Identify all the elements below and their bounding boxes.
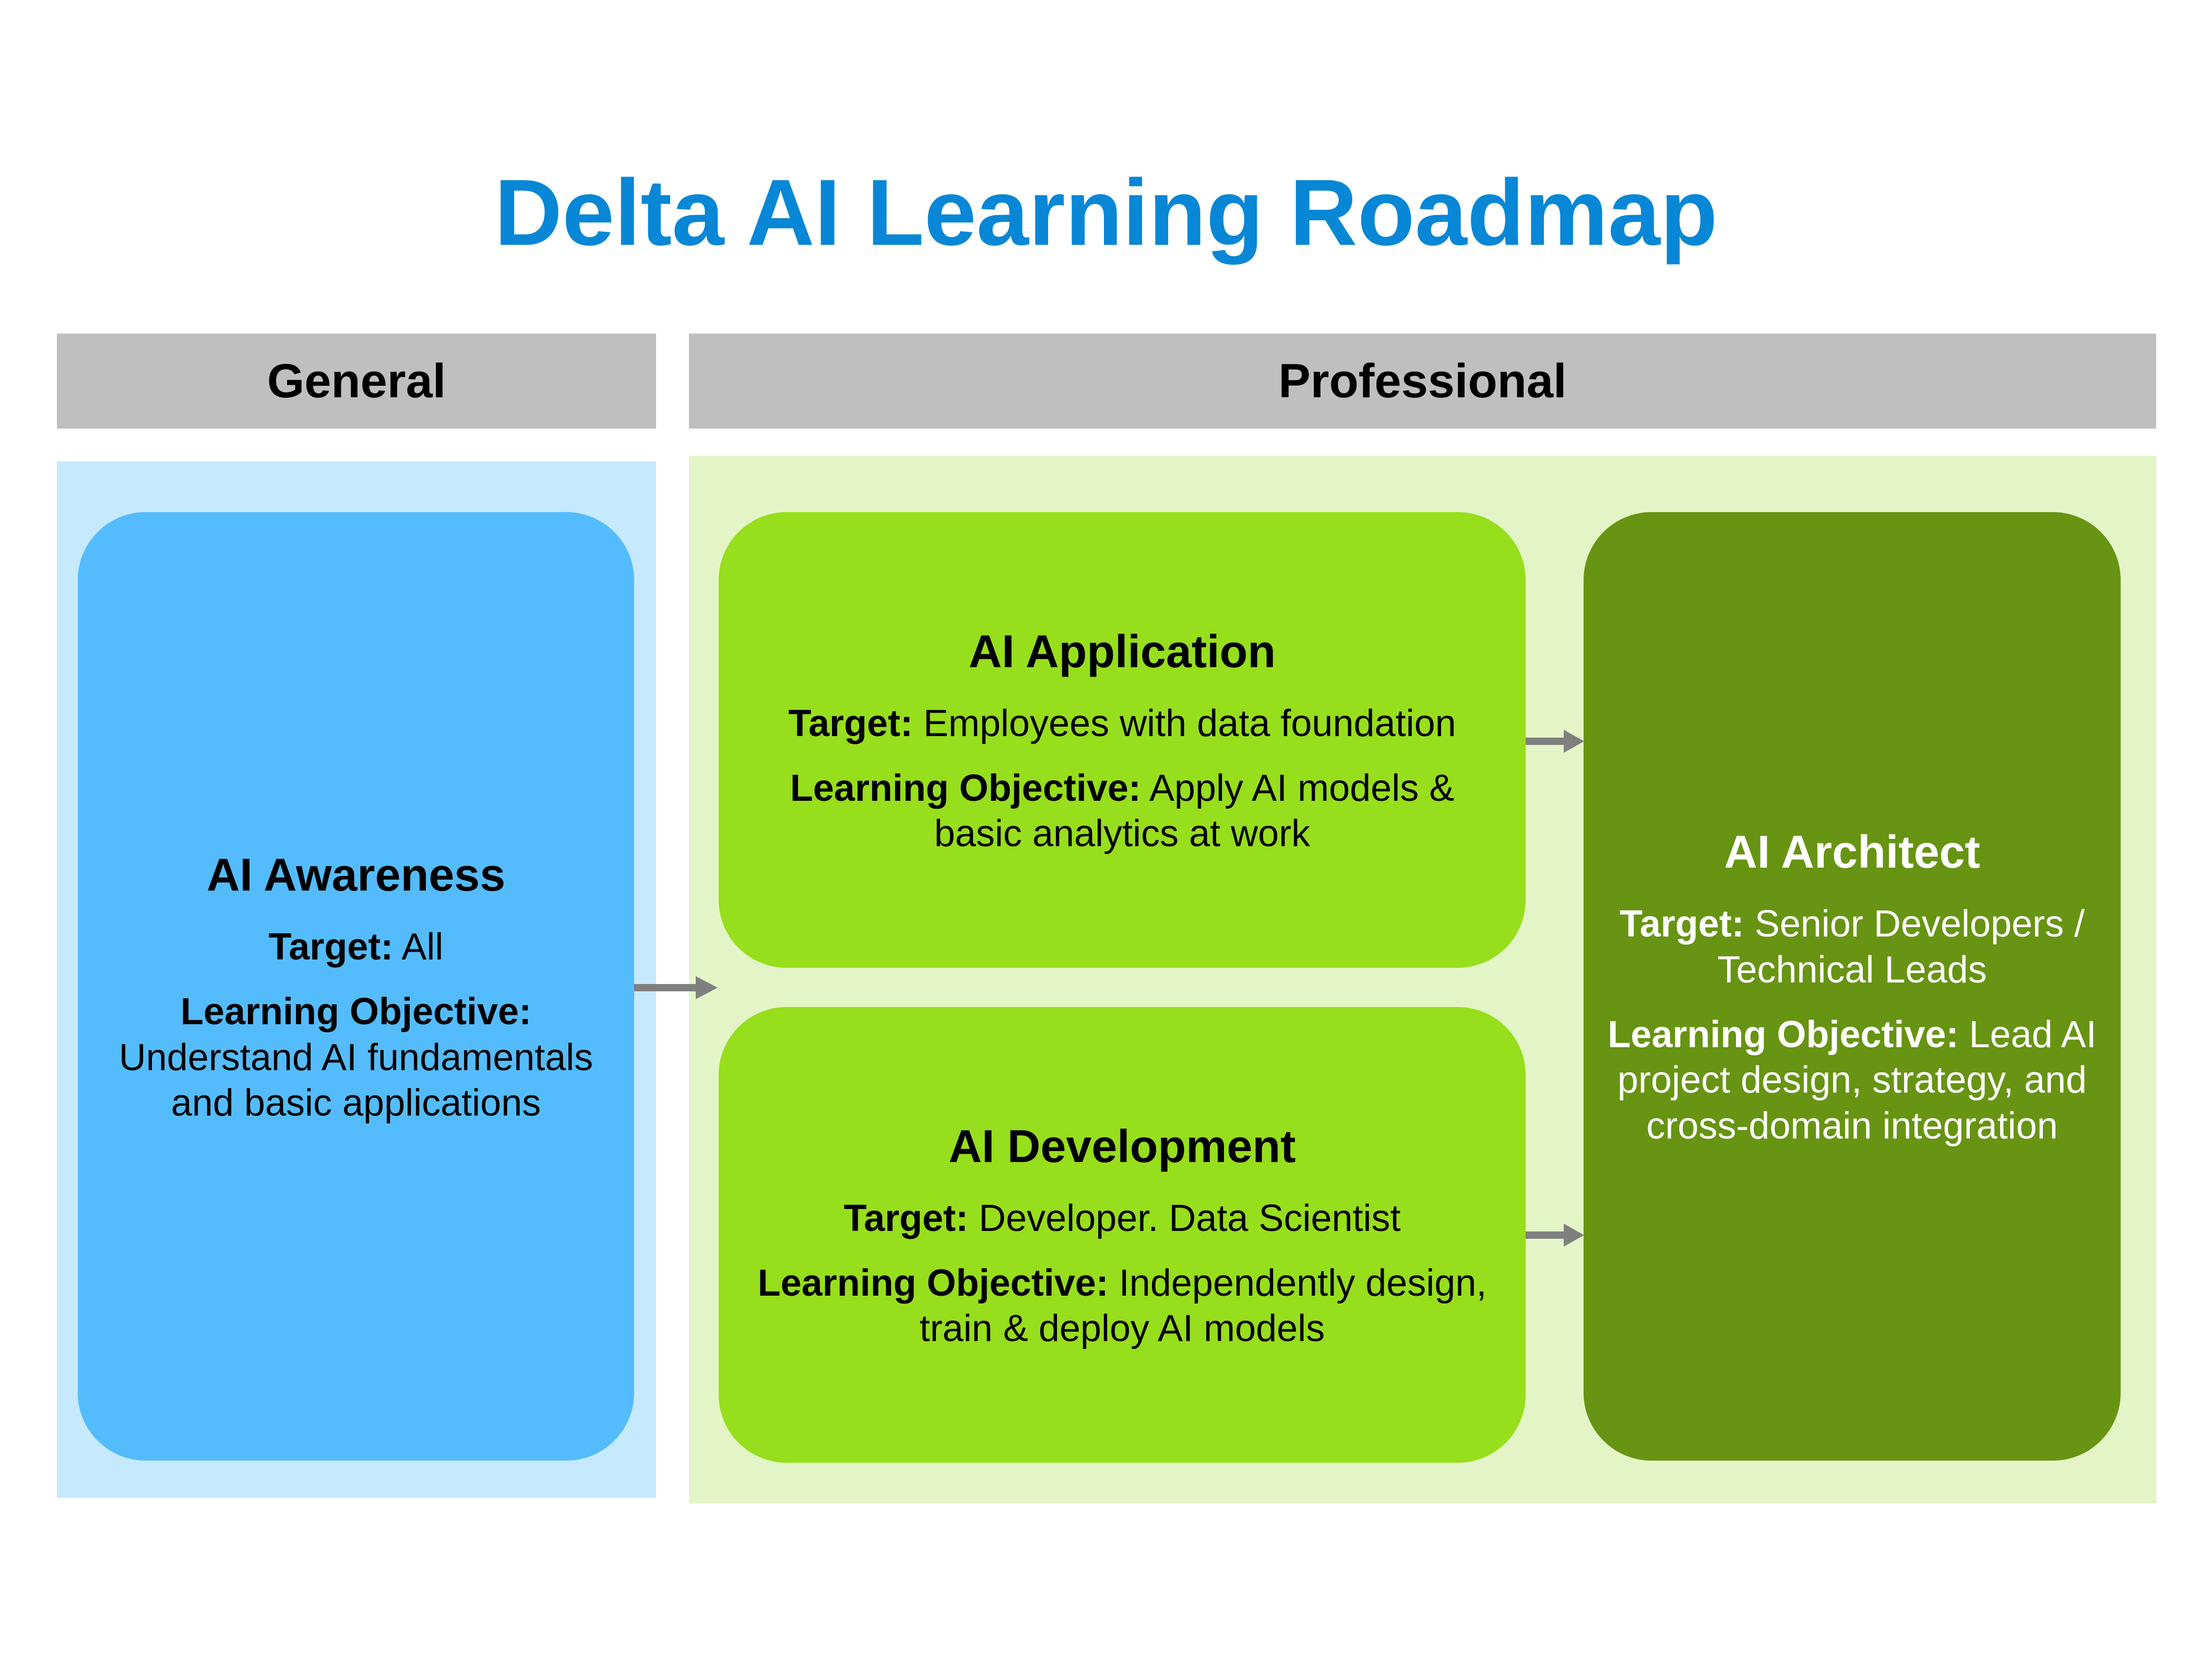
ai-architect-target-value: Senior Developers / Technical Leads xyxy=(1717,903,2085,991)
ai-architect-card: AI Architect Target: Senior Developers /… xyxy=(1584,512,2121,1461)
objective-label: Learning Objective: xyxy=(180,990,532,1033)
ai-development-target: Target: Developer. Data Scientist xyxy=(843,1196,1400,1242)
target-label: Target: xyxy=(1619,903,1744,945)
ai-development-objective: Learning Objective: Independently design… xyxy=(741,1261,1503,1353)
objective-label: Learning Objective: xyxy=(757,1262,1109,1304)
ai-awareness-objective: Learning Objective: Understand AI fundam… xyxy=(105,989,606,1127)
ai-application-title: AI Application xyxy=(968,625,1276,677)
ai-architect-target: Target: Senior Developers / Technical Le… xyxy=(1607,902,2098,993)
ai-application-card: AI Application Target: Employees with da… xyxy=(719,512,1526,968)
ai-awareness-objective-value: Understand AI fundamentals and basic app… xyxy=(118,1036,593,1124)
ai-development-title: AI Development xyxy=(948,1120,1296,1172)
arrow-application-to-architect xyxy=(1526,730,1584,753)
objective-label: Learning Objective: xyxy=(790,767,1141,809)
ai-application-objective: Learning Objective: Apply AI models & ba… xyxy=(772,766,1472,858)
ai-awareness-card: AI Awareness Target: All Learning Object… xyxy=(78,512,634,1461)
target-label: Target: xyxy=(268,926,394,968)
ai-application-objective-value: Apply AI models & basic analytics at wor… xyxy=(934,767,1455,855)
ai-development-target-value: Developer. Data Scientist xyxy=(979,1197,1401,1239)
ai-awareness-target-value: All xyxy=(401,926,444,968)
ai-application-target-value: Employees with data foundation xyxy=(923,702,1456,744)
target-label: Target: xyxy=(788,702,913,744)
arrow-awareness-to-professional xyxy=(634,976,718,999)
ai-development-objective-value: Independently design, train & deploy AI … xyxy=(919,1262,1487,1350)
objective-label: Learning Objective: xyxy=(1608,1013,1959,1056)
ai-architect-title: AI Architect xyxy=(1724,825,1980,878)
professional-header: Professional xyxy=(689,334,2156,429)
general-header: General xyxy=(57,334,656,429)
target-label: Target: xyxy=(843,1197,969,1239)
ai-awareness-title: AI Awareness xyxy=(206,848,506,900)
ai-architect-objective-value: Lead AI project design, strategy, and cr… xyxy=(1617,1013,2097,1147)
page-title: Delta AI Learning Roadmap xyxy=(494,160,1718,265)
ai-application-target: Target: Employees with data foundation xyxy=(788,701,1456,747)
ai-awareness-target: Target: All xyxy=(269,925,444,970)
arrow-development-to-architect xyxy=(1526,1224,1584,1247)
ai-architect-objective: Learning Objective: Lead AI project desi… xyxy=(1604,1012,2100,1150)
ai-development-card: AI Development Target: Developer. Data S… xyxy=(719,1007,1526,1463)
